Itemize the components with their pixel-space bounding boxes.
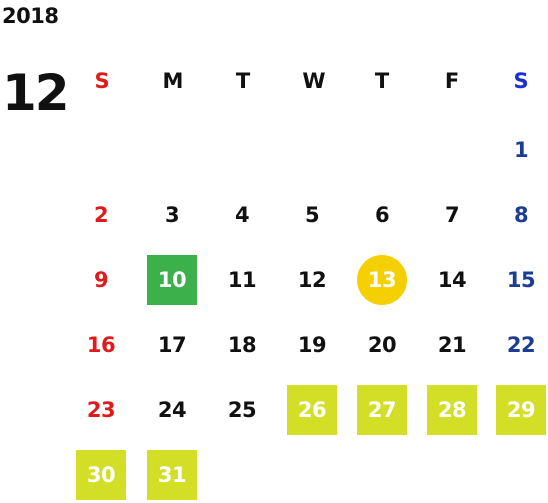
day-cell-16[interactable]: 16 [86, 333, 116, 357]
day-cell-29[interactable]: 29 [496, 385, 546, 435]
weekday-header-saturday: S [513, 69, 529, 93]
day-cell-12[interactable]: 12 [297, 268, 327, 292]
day-cell-19[interactable]: 19 [297, 333, 327, 357]
month-number: 12 [2, 64, 70, 122]
day-cell-27[interactable]: 27 [357, 385, 407, 435]
day-cell-17[interactable]: 17 [157, 333, 187, 357]
day-cell-31[interactable]: 31 [147, 450, 197, 500]
day-cell-2[interactable]: 2 [93, 203, 109, 227]
day-cell-18[interactable]: 18 [227, 333, 257, 357]
day-cell-3[interactable]: 3 [164, 203, 180, 227]
weekday-header-friday: F [444, 69, 460, 93]
day-cell-26[interactable]: 26 [287, 385, 337, 435]
day-cell-4[interactable]: 4 [234, 203, 250, 227]
weekday-header-thursday: T [374, 69, 390, 93]
day-cell-11[interactable]: 11 [227, 268, 257, 292]
day-cell-24[interactable]: 24 [157, 398, 187, 422]
year-label: 2018 [2, 4, 59, 28]
weekday-header-wednesday: W [302, 69, 326, 93]
day-cell-15[interactable]: 15 [506, 268, 536, 292]
day-cell-25[interactable]: 25 [227, 398, 257, 422]
weekday-header-monday: M [162, 69, 184, 93]
day-cell-6[interactable]: 6 [374, 203, 390, 227]
weekday-header-sunday: S [94, 69, 110, 93]
weekday-header-tuesday: T [235, 69, 251, 93]
day-cell-23[interactable]: 23 [86, 398, 116, 422]
day-cell-30[interactable]: 30 [76, 450, 126, 500]
day-cell-10[interactable]: 10 [147, 255, 197, 305]
day-cell-7[interactable]: 7 [444, 203, 460, 227]
day-cell-20[interactable]: 20 [367, 333, 397, 357]
day-cell-28[interactable]: 28 [427, 385, 477, 435]
day-cell-9[interactable]: 9 [93, 268, 109, 292]
day-cell-5[interactable]: 5 [304, 203, 320, 227]
day-cell-1[interactable]: 1 [513, 138, 529, 162]
day-cell-21[interactable]: 21 [437, 333, 467, 357]
day-cell-13[interactable]: 13 [357, 255, 407, 305]
day-cell-22[interactable]: 22 [506, 333, 536, 357]
day-cell-14[interactable]: 14 [437, 268, 467, 292]
day-cell-8[interactable]: 8 [513, 203, 529, 227]
